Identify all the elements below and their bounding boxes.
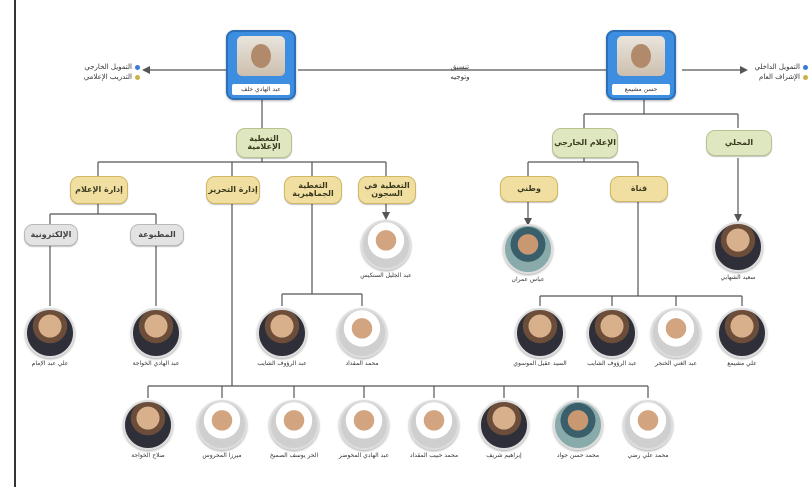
person-tv-2: عبد الرؤوف الشايب <box>581 308 643 367</box>
person-photo <box>257 308 307 358</box>
left-border <box>14 0 16 487</box>
right-legend: التمويل الداخلي الإشراف العام <box>748 62 808 82</box>
person-editor-3: الحر يوسف الصميخ <box>263 400 325 459</box>
person-tv-3: عبد الغني الخنجر <box>645 308 707 367</box>
person-direct: عبد الجليل السنكيس <box>355 220 417 279</box>
node-watan: وطني <box>500 176 558 202</box>
person-print: عبد الهادي الخواجة <box>125 308 187 367</box>
person-photo <box>623 400 673 450</box>
person-photo <box>479 400 529 450</box>
node-editorial-mgmt: إدارة الإعلام <box>70 176 128 204</box>
right-legend-item-2: الإشراف العام <box>748 72 808 82</box>
node-direct-comm: التغطية في السجون <box>358 176 416 204</box>
node-local: المحلي <box>706 130 772 156</box>
left-legend-item-2: التدريب الإعلامي <box>40 72 140 82</box>
person-photo <box>25 308 75 358</box>
person-electronic: علي عبد الإمام <box>19 308 81 367</box>
person-editor-2: ميرزا المحروس <box>191 400 253 459</box>
person-editor-7: محمد حسن جواد <box>547 400 609 459</box>
person-photo <box>269 400 319 450</box>
gold-dot-icon <box>803 74 808 80</box>
person-photo <box>553 400 603 450</box>
person-photo <box>713 222 763 272</box>
person-photo <box>409 400 459 450</box>
leader-link-label: تنسيق وتوجيه <box>450 63 470 81</box>
leader-photo <box>617 36 665 76</box>
left-legend-item-1: التمويل الخارجي <box>40 62 140 72</box>
node-electronic: الإلكترونية <box>24 224 78 246</box>
person-tv-1: السيد عقيل الموسوي <box>509 308 571 367</box>
person-photo <box>131 308 181 358</box>
leader-left-name: عبد الهادي خلف <box>232 84 290 95</box>
person-photo <box>339 400 389 450</box>
person-watan: عباس عمران <box>497 224 559 283</box>
person-tv-4: علي مشيمع <box>711 308 773 367</box>
right-legend-item-1: التمويل الداخلي <box>748 62 808 72</box>
person-editor-8: محمد علي رضي <box>617 400 679 459</box>
person-photo <box>197 400 247 450</box>
person-editor-6: إبراهيم شريف <box>473 400 535 459</box>
left-legend: التمويل الخارجي التدريب الإعلامي <box>40 62 140 82</box>
leader-left: عبد الهادي خلف <box>226 30 296 100</box>
node-public-comm: التغطية الجماهيرية <box>284 176 342 204</box>
node-print: المطبوعة <box>130 224 184 246</box>
leader-right-name: حسن مشيمع <box>612 84 670 95</box>
person-editor-4: عبد الهادي المخوضر <box>333 400 395 459</box>
person-photo <box>717 308 767 358</box>
node-foreign-media: الإعلام الخارجي <box>552 128 618 158</box>
node-internal-comms: التغطية الإعلامية <box>236 128 292 158</box>
person-local: سعيد الشهابي <box>707 222 769 281</box>
blue-dot-icon <box>135 64 140 70</box>
gold-dot-icon <box>135 74 140 80</box>
person-editor-1: صلاح الخواجة <box>117 400 179 459</box>
person-photo <box>587 308 637 358</box>
person-public-2: محمد المقداد <box>331 308 393 367</box>
node-editor: إدارة التحرير <box>206 176 260 204</box>
node-tv: قناة <box>610 176 668 202</box>
person-photo <box>123 400 173 450</box>
person-photo <box>515 308 565 358</box>
person-editor-5: محمد حبيب المقداد <box>403 400 465 459</box>
person-photo <box>361 220 411 270</box>
blue-dot-icon <box>803 64 808 70</box>
leader-photo <box>237 36 285 76</box>
person-photo <box>337 308 387 358</box>
leader-right: حسن مشيمع <box>606 30 676 100</box>
person-photo <box>651 308 701 358</box>
person-public-1: عبد الرؤوف الشايب <box>251 308 313 367</box>
person-photo <box>503 224 553 274</box>
